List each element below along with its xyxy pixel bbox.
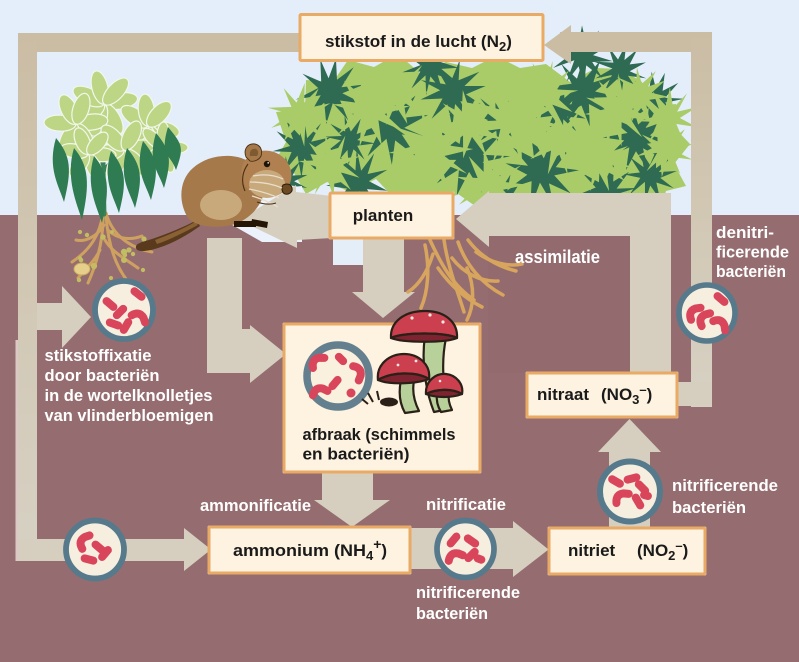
svg-text:ammonificatie: ammonificatie [200, 496, 311, 515]
svg-text:bacteriën: bacteriën [416, 604, 488, 623]
svg-text:nitrificatie: nitrificatie [426, 495, 506, 514]
svg-text:in de wortelknolletjes: in de wortelknolletjes [45, 386, 213, 405]
svg-text:bacteriën: bacteriën [716, 262, 786, 281]
svg-text:assimilatie: assimilatie [515, 247, 600, 267]
svg-text:ficerende: ficerende [716, 243, 789, 262]
svg-text:nitriet(NO2–): nitriet(NO2–) [568, 538, 688, 563]
svg-text:bacteriën: bacteriën [672, 498, 746, 517]
svg-text:en bacteriën): en bacteriën) [303, 445, 410, 464]
svg-text:stikstoffixatie: stikstoffixatie [45, 346, 152, 365]
svg-text:denitri-: denitri- [716, 223, 774, 242]
svg-text:door bacteriën: door bacteriën [45, 366, 160, 385]
svg-text:ammonium (NH4+): ammonium (NH4+) [233, 536, 387, 563]
svg-text:afbraak (schimmels: afbraak (schimmels [303, 425, 456, 444]
svg-text:nitrificerende: nitrificerende [672, 476, 778, 495]
svg-text:nitrificerende: nitrificerende [416, 583, 520, 602]
svg-text:stikstof in de lucht (N2): stikstof in de lucht (N2) [325, 32, 512, 54]
svg-text:van vlinderbloemigen: van vlinderbloemigen [45, 406, 214, 425]
svg-text:nitraat(NO3–): nitraat(NO3–) [537, 382, 652, 407]
svg-text:planten: planten [353, 206, 413, 225]
